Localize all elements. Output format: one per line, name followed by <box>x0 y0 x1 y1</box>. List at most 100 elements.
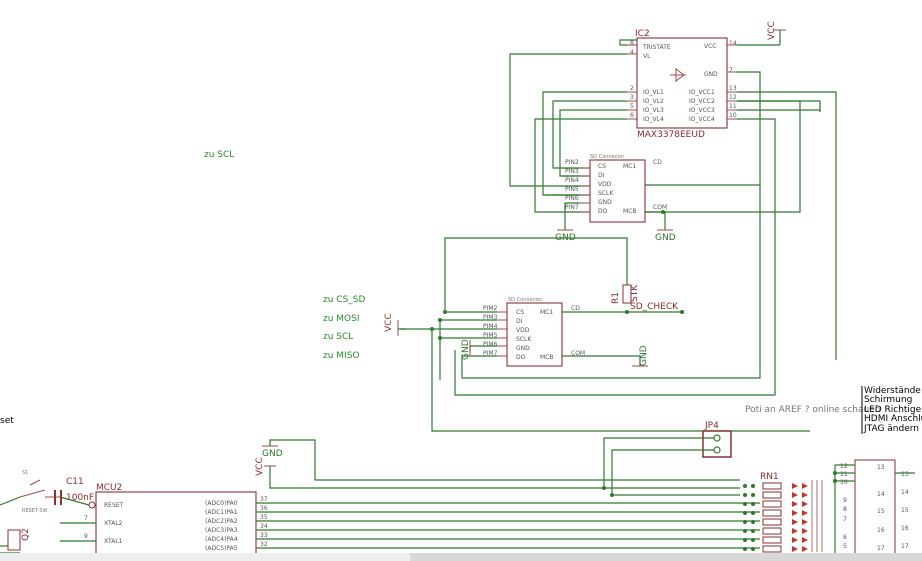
svg-text:GND: GND <box>262 449 283 459</box>
svg-text:13: 13 <box>901 471 909 478</box>
reset-switch[interactable]: S1 RESET-SW <box>19 470 60 514</box>
ic2-num-13: 13 <box>729 85 737 92</box>
ic2-num-4: 4 <box>630 49 634 56</box>
jp4-jumper[interactable]: JP4 <box>702 421 732 458</box>
ic2-level-shifter[interactable]: IC2 MAX3378EEUD TRISTATE VL IO_VL1 IO_VL… <box>627 29 737 140</box>
gnd-symbol-sd2-left: GND <box>461 339 471 360</box>
note-item-3: LED Richtige <box>864 405 922 415</box>
sd1-in-gnd: GND <box>598 199 612 206</box>
horizontal-scrollbar-thumb[interactable] <box>410 553 922 561</box>
mcu-port-wires <box>256 502 760 549</box>
svg-text:GND: GND <box>639 345 649 366</box>
set-label: set <box>0 416 14 426</box>
svg-text:14: 14 <box>901 489 909 496</box>
vcc-symbol-top[interactable]: VCC <box>737 21 786 46</box>
sd2-pin3: PIM3 <box>483 314 498 321</box>
q2-crystal[interactable]: Q2 <box>7 528 31 551</box>
svg-text:GND: GND <box>655 233 676 243</box>
sd2-in-mcb: MCB <box>540 354 553 361</box>
sd1-pin2: PIN2 <box>565 159 579 166</box>
sd2-in-di: DI <box>516 318 523 325</box>
r1-value: STK <box>630 284 640 302</box>
svg-text:S1: S1 <box>22 470 28 476</box>
sd2-pin5: PIM5 <box>483 332 498 339</box>
sd2-body <box>506 302 563 367</box>
mcu2-body <box>95 491 257 561</box>
sd1-pin7: PIN7 <box>565 204 579 211</box>
vcc-symbol-mcu[interactable]: VCC <box>255 457 276 476</box>
rn1-label: RN1 <box>760 472 779 482</box>
vcc-label-sd2: VCC <box>384 313 394 332</box>
notes-list: Widerstände l Schirmung LED Richtige HDM… <box>861 386 922 434</box>
jp4-wires <box>603 437 714 495</box>
mcu2-pin-pa3: (ADC3)PA3 <box>205 527 238 534</box>
mcu2-pin-pa4: (ADC4)PA4 <box>205 536 238 543</box>
svg-text:10: 10 <box>840 479 848 486</box>
sd-connector-2[interactable]: SD Connector PIM2 PIM3 PIM4 PIM5 PIM6 PI… <box>483 297 585 367</box>
svg-text:12: 12 <box>840 463 848 470</box>
sd1-in-mc1: MC1 <box>623 163 636 170</box>
ic2-pin-io-vl4: IO_VL4 <box>643 116 664 123</box>
svg-text:16: 16 <box>901 525 909 532</box>
vcc-label-top: VCC <box>767 21 777 40</box>
sd1-in-vdd: VDD <box>598 181 612 188</box>
note-item-1: Widerstände l <box>864 386 922 396</box>
led-array-icon <box>792 483 808 552</box>
c11-value: 100nF <box>66 493 94 503</box>
svg-text:8: 8 <box>843 506 847 513</box>
ic2-pin-vl: VL <box>643 53 651 60</box>
sd1-pin4: PIN4 <box>565 177 579 184</box>
net-label-zu-mosi: zu MOSI <box>323 314 360 324</box>
ic2-num-2: 2 <box>630 85 634 92</box>
note-item-5: JTAG ändern <box>863 424 919 434</box>
svg-text:16: 16 <box>877 527 885 534</box>
gnd-symbol-mcu: GND <box>262 445 283 459</box>
sd2-label-cd: CD <box>571 305 580 312</box>
svg-text:11: 11 <box>840 471 848 478</box>
sd2-pin6: PIM6 <box>483 341 498 348</box>
vcc-symbol-sd2[interactable]: VCC <box>384 313 406 336</box>
svg-text:13: 13 <box>877 464 885 471</box>
junction-dot <box>661 210 665 214</box>
horizontal-scrollbar-track[interactable] <box>0 553 410 561</box>
mcu2-name: MCU2 <box>96 483 122 493</box>
ic2-pin-io-vcc4: IO_VCC4 <box>689 116 715 123</box>
svg-text:17: 17 <box>901 543 909 550</box>
sd2-label-com: COM <box>571 350 585 357</box>
sd1-label-com: COM <box>653 204 667 211</box>
rn1-resistor-network[interactable]: RN1 <box>743 472 823 553</box>
sd2-title: SD Connector <box>508 297 543 303</box>
svg-text:32: 32 <box>260 541 268 548</box>
mcu2-pin-pa5: (ADC5)PA5 <box>205 545 238 552</box>
svg-text:36: 36 <box>260 505 268 512</box>
svg-text:7: 7 <box>84 515 88 522</box>
sd2-pin4: PIM4 <box>483 323 498 330</box>
header-connector[interactable]: 12 11 10 9 8 7 6 5 13 14 15 16 17 13 14 … <box>833 459 915 561</box>
mcu2-pin-xtal1: XTAL1 <box>104 538 123 545</box>
sd1-label-cd: CD <box>653 159 662 166</box>
r1-resistor[interactable]: R1 STK <box>611 284 640 304</box>
sd2-pin2: PIM2 <box>483 305 498 312</box>
r1-name: R1 <box>611 292 621 304</box>
mcu2-pin-reset: RESET <box>104 502 124 509</box>
svg-text:35: 35 <box>260 514 268 521</box>
ic2-num-12: 12 <box>729 94 737 101</box>
ic2-num-6: 6 <box>630 112 634 119</box>
ic2-body <box>636 37 728 129</box>
ic2-num-14: 14 <box>729 40 737 47</box>
sd-connector-1[interactable]: SD Connector PIN2 PIN3 PIN4 PIN5 PIN6 PI… <box>565 154 667 223</box>
svg-text:9: 9 <box>84 533 88 540</box>
mcu2-microcontroller[interactable]: MCU2 RESET XTAL2 XTAL1 7 9 (ADC0)PA0 (AD… <box>84 483 268 561</box>
mcu2-pin-pa1: (ADC1)PA1 <box>205 509 238 516</box>
svg-text:RESET-SW: RESET-SW <box>22 508 48 514</box>
svg-text:GND: GND <box>461 339 471 360</box>
ic2-num-3: 3 <box>630 94 634 101</box>
svg-text:33: 33 <box>260 532 268 539</box>
sd1-in-do: DO <box>598 208 608 215</box>
sd1-in-sclk: SCLK <box>598 190 614 197</box>
svg-text:7: 7 <box>843 516 847 523</box>
net-label-zu-scl-top: zu SCL <box>204 150 234 160</box>
svg-text:5: 5 <box>843 543 847 550</box>
ic2-pin-io-vl1: IO_VL1 <box>643 89 664 96</box>
